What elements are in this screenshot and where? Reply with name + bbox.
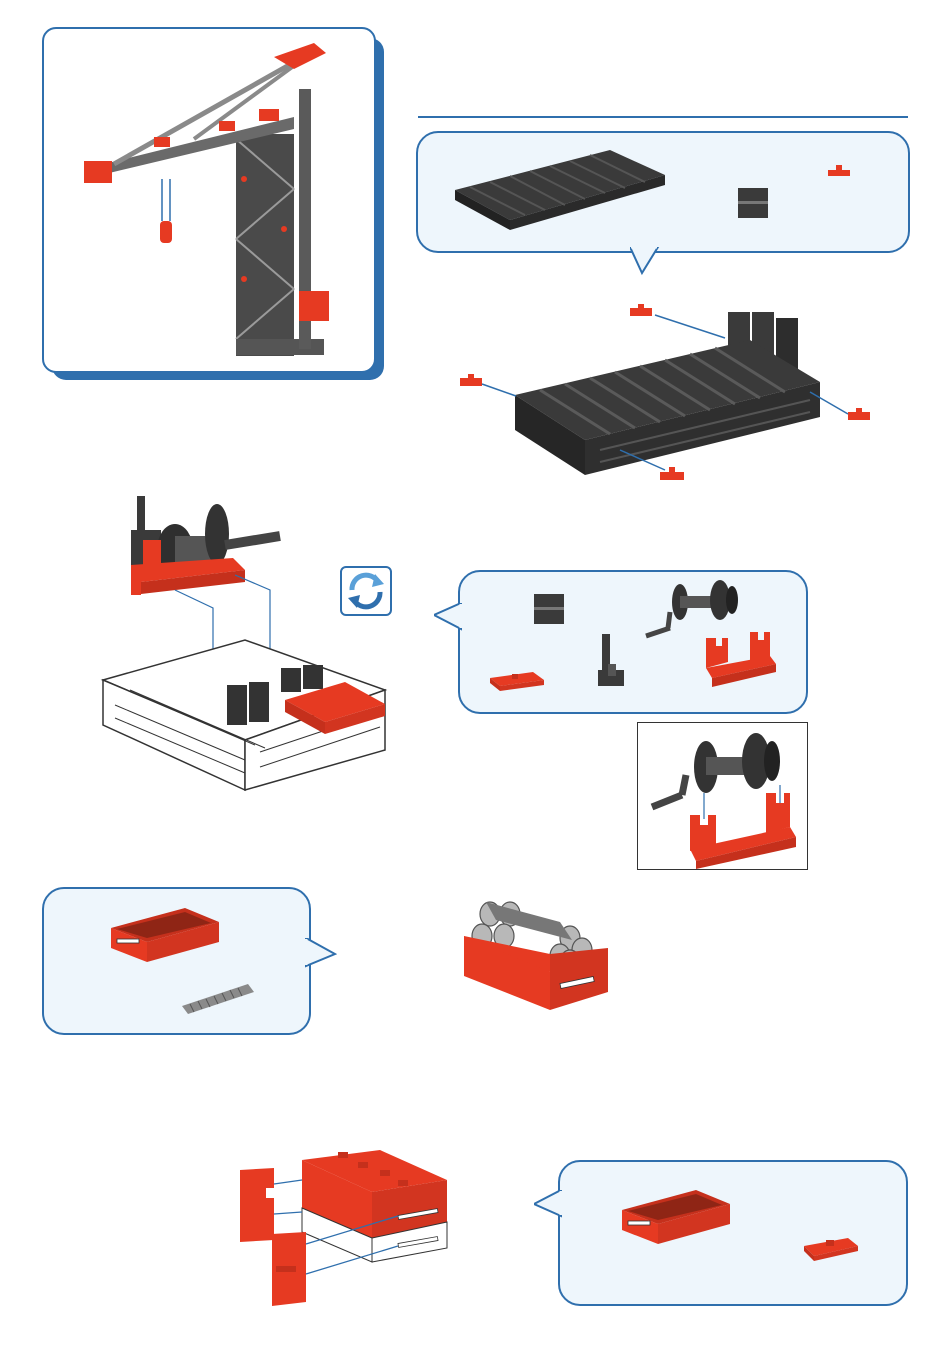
black-double-block-icon [530,590,570,628]
red-open-box-icon [616,1184,736,1250]
section-divider [418,116,908,118]
bubble-pointer [434,603,462,631]
winch-detail-inset [637,722,808,870]
black-double-block-icon [734,184,774,224]
bubble-pointer [534,1190,562,1218]
rotate-arrows-icon [340,566,392,616]
red-small-connector-icon [826,162,854,180]
bubble-pointer [305,938,337,968]
load-box-assembly [460,892,610,1014]
red-open-box-icon [105,902,225,966]
red-flat-plate-icon [488,668,548,694]
crane-model-icon [44,29,374,371]
winch-assembly [95,490,405,820]
bubble-pointer [630,247,660,277]
grey-spring-rod-icon [178,978,260,1018]
red-winch-bracket-icon [700,632,780,694]
model-preview-card [42,27,376,373]
black-building-block-plate-icon [450,145,670,230]
black-angle-post-icon [594,630,630,692]
red-small-clip-icon [800,1234,862,1262]
base-grid-assembly [450,300,890,490]
counterweight-assembly [232,1140,452,1310]
